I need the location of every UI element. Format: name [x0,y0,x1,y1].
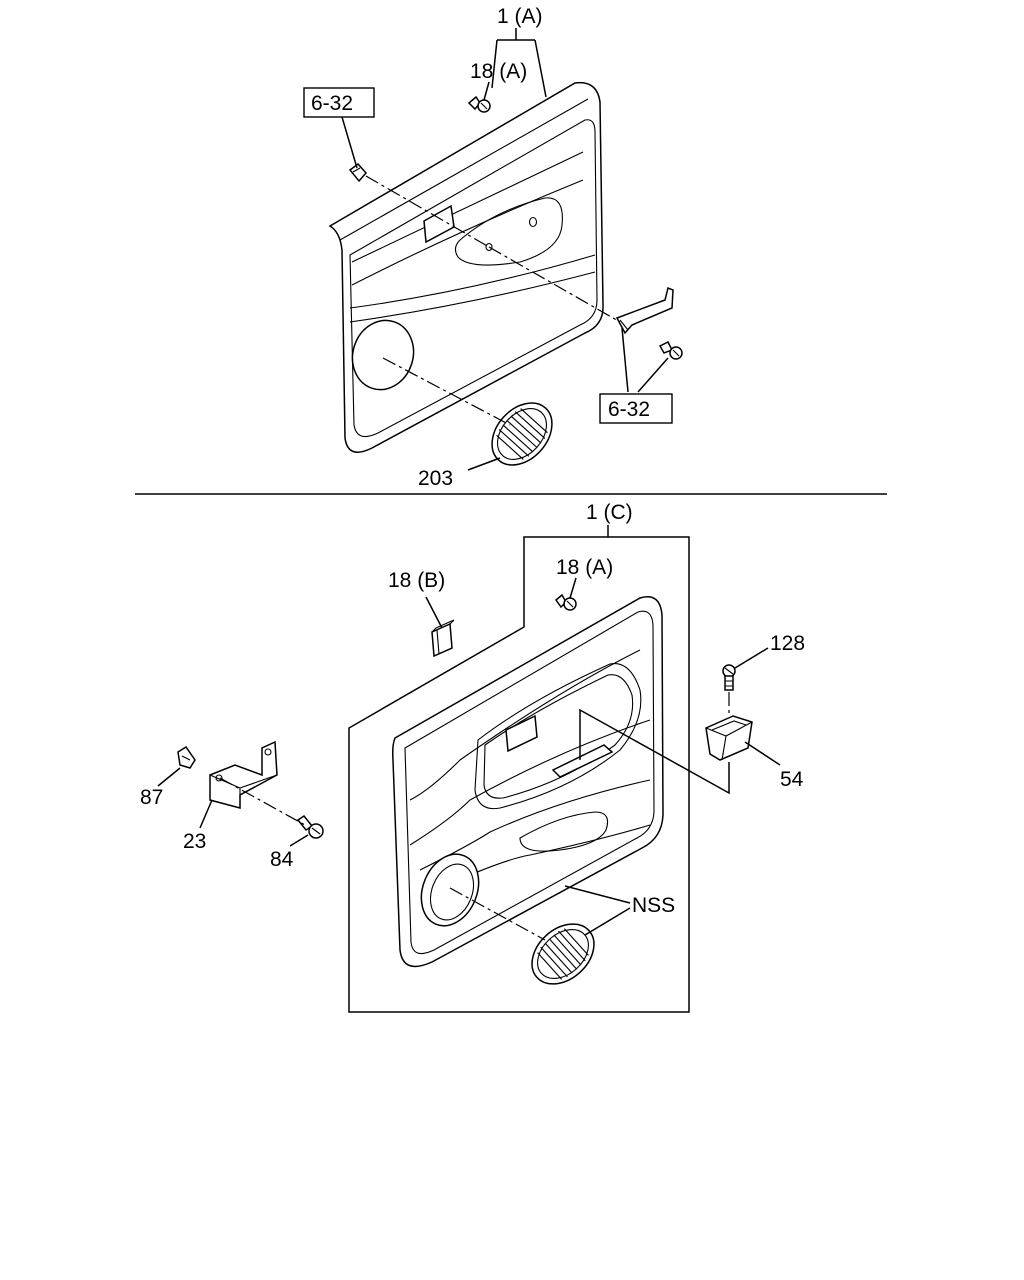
screw-128 [722,664,736,691]
push-clip-upper [348,162,367,183]
clip-18b [431,619,455,658]
storage-pocket-54 [705,715,753,761]
speaker-grille-203 [491,402,553,466]
ref-box-right [599,393,673,424]
door-handle-bracket [615,286,674,335]
label-23: 23 [183,830,206,853]
label-84: 84 [270,848,294,871]
label-nss: NSS [632,894,675,917]
label-18b: 18 (B) [388,569,445,592]
label-54: 54 [780,768,804,791]
speaker-grille-nss [531,923,595,985]
label-1c: 1 (C) [586,501,633,524]
clip-18a-top [467,95,491,113]
label-18a-lower: 18 (A) [556,556,613,579]
assembly-outline-1c [348,536,690,1013]
label-6-32-top: 6-32 [311,92,353,115]
screw-84 [296,814,324,839]
label-128: 128 [770,632,805,655]
lower-leaders [157,525,781,941]
label-6-32-right: 6-32 [608,398,650,421]
label-203: 203 [418,467,453,490]
door-trim-panel-c [392,596,664,968]
label-18a-top: 18 (A) [470,60,527,83]
door-trim-panel-a [328,81,604,453]
label-87: 87 [140,786,163,809]
label-1a: 1 (A) [497,5,543,28]
bracket-23 [209,740,278,809]
ref-box-top-left [303,87,375,118]
upper-leaders [341,28,669,471]
handle-screw [658,340,683,360]
clip-87 [177,745,196,769]
clip-18a-lower [554,593,577,611]
